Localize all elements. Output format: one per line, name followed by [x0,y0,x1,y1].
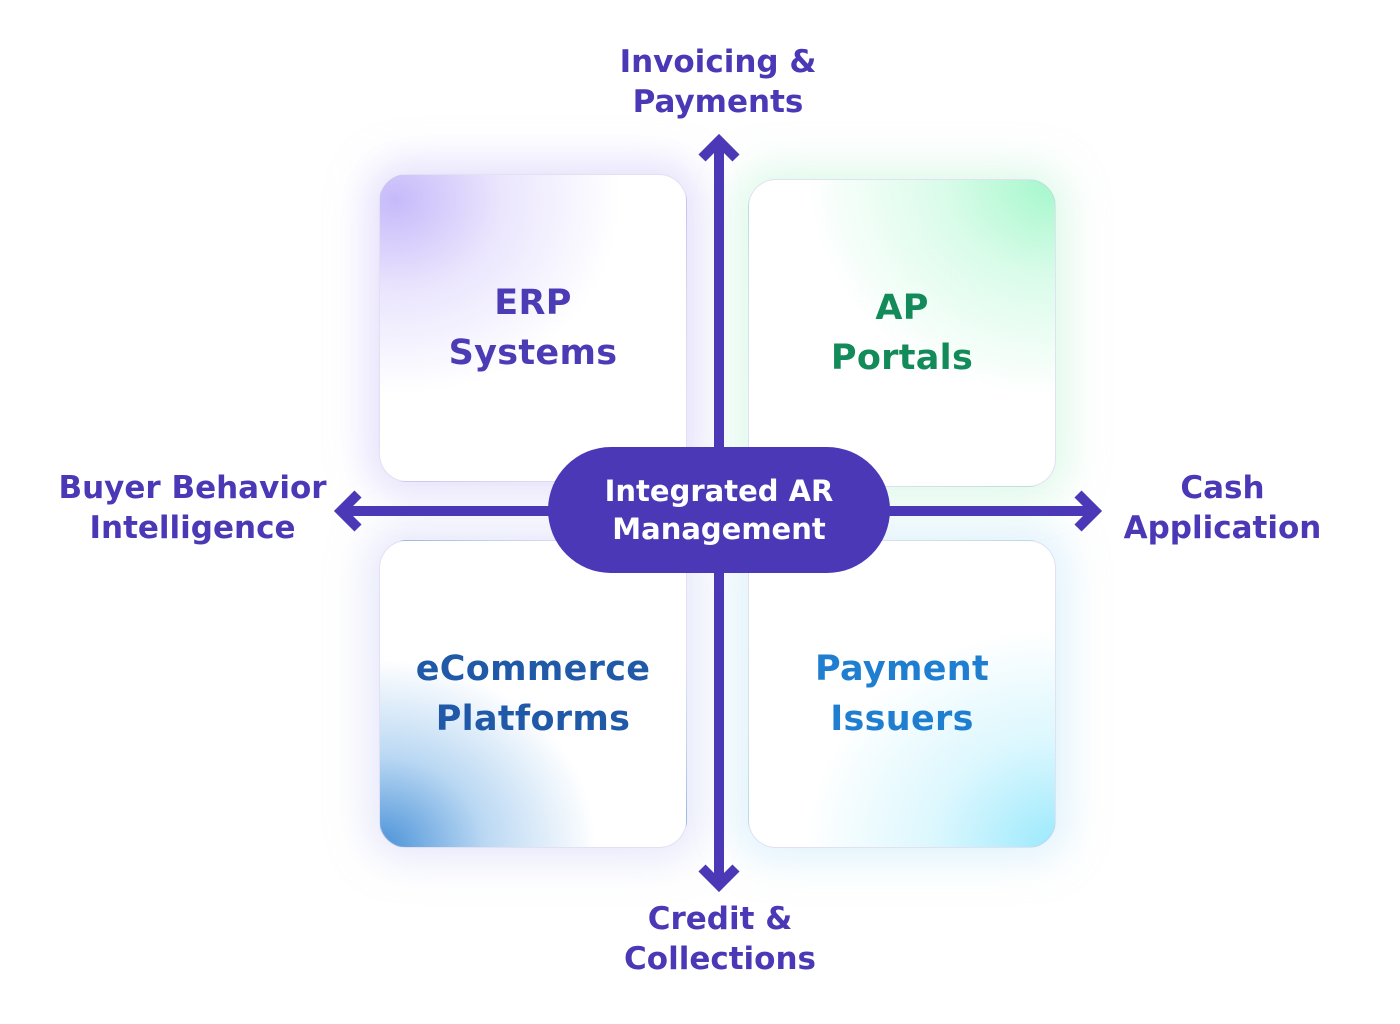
arrow-up-icon [698,133,740,162]
invoicing-payments-label: Invoicing & Payments [568,42,868,122]
invoicing-line1: Invoicing & [619,44,817,80]
hub-line1: Integrated AR [604,474,834,508]
arrow-right-icon [1074,490,1103,532]
buyer-behavior-intelligence-label: Buyer Behavior Intelligence [40,468,345,548]
arrow-left-icon [333,490,362,532]
ap-portals-line2: Portals [830,338,974,378]
ap-portals-line1: AP [875,288,929,328]
erp-systems-line1: ERP [494,283,572,323]
payment-issuers-tile: Payment Issuers [748,540,1056,848]
payment-issuers-line2: Issuers [830,699,974,739]
buyer-line1: Buyer Behavior [58,470,327,506]
erp-systems-line2: Systems [448,333,618,373]
ap-portals-tile: AP Portals [748,179,1056,487]
cash-line2: Application [1123,510,1322,546]
arrow-down-icon [698,864,740,893]
erp-systems-tile: ERP Systems [379,174,687,482]
buyer-line2: Intelligence [89,510,296,546]
ecommerce-platforms-tile: eCommerce Platforms [379,540,687,848]
credit-collections-label: Credit & Collections [560,899,880,979]
hub-line2: Management [612,512,826,546]
invoicing-line2: Payments [632,84,804,120]
integrated-ar-management-hub: Integrated AR Management [548,447,890,573]
credit-line1: Credit & [647,901,793,937]
ecommerce-platforms-line1: eCommerce [415,649,651,689]
payment-issuers-line1: Payment [814,649,990,689]
ecommerce-platforms-line2: Platforms [435,699,631,739]
cash-line1: Cash [1180,470,1265,506]
credit-line2: Collections [624,941,816,977]
cash-application-label: Cash Application [1105,468,1340,548]
